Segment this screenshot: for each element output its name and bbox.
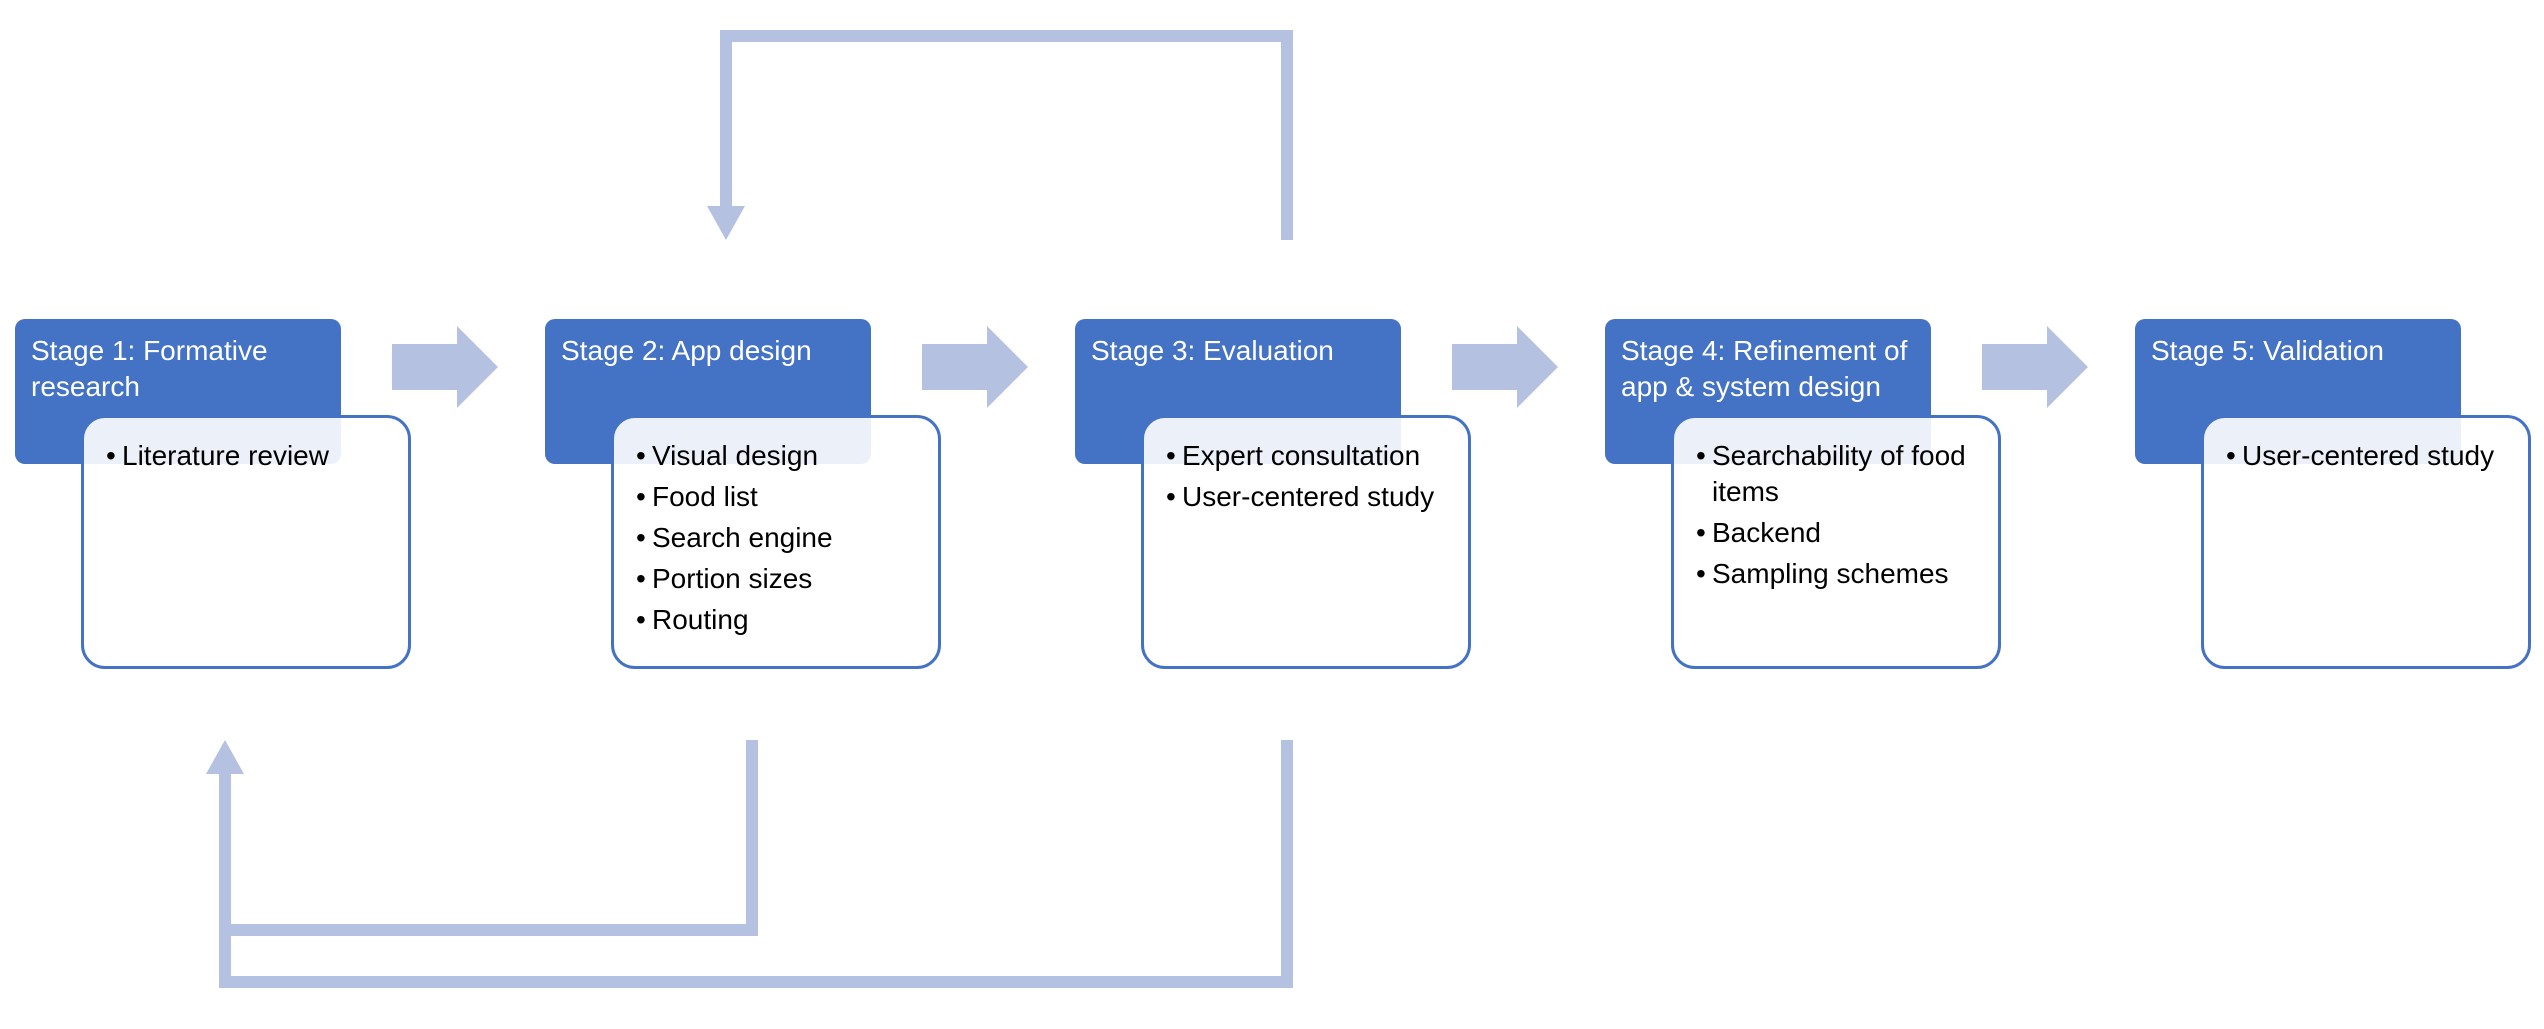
- list-item: •Searchability of food items: [1696, 440, 1966, 507]
- stage-4-items: •Searchability of food items •Backend •S…: [1696, 438, 1982, 592]
- forward-arrow-2-3: [922, 326, 1028, 408]
- stage-2-body: •Visual design •Food list •Search engine…: [611, 415, 941, 669]
- list-item: •Visual design: [636, 438, 922, 474]
- stage-3-body: •Expert consultation •User-centered stud…: [1141, 415, 1471, 669]
- bullet-icon: •: [636, 563, 646, 594]
- stage-1-title: Stage 1: Formative research: [31, 335, 268, 402]
- stage-1: Stage 1: Formative research •Literature …: [15, 0, 415, 1029]
- bullet-icon: •: [636, 440, 646, 471]
- stage-5-items: •User-centered study: [2226, 438, 2512, 474]
- bullet-icon: •: [106, 440, 116, 471]
- list-item: •Expert consultation: [1166, 438, 1452, 474]
- stage-5: Stage 5: Validation •User-centered study: [2135, 0, 2535, 1029]
- feedback-loop-stage2-to-stage1: [219, 740, 758, 936]
- feedback-loop-stage3-to-stage1: [219, 740, 1293, 988]
- stage-3-items: •Expert consultation •User-centered stud…: [1166, 438, 1452, 515]
- stage-4: Stage 4: Refinement of app & system desi…: [1605, 0, 2005, 1029]
- stage-3: Stage 3: Evaluation •Expert consultation…: [1075, 0, 1475, 1029]
- list-item: •Food list: [636, 479, 922, 515]
- bullet-icon: •: [636, 481, 646, 512]
- list-item: •Literature review: [106, 438, 392, 474]
- list-item: •User-centered study: [2226, 438, 2512, 474]
- bullet-icon: •: [1166, 440, 1176, 471]
- feedback-arrowhead-up: [206, 740, 244, 774]
- stage-4-body: •Searchability of food items •Backend •S…: [1671, 415, 2001, 669]
- feedback-arrowhead-down: [707, 206, 745, 240]
- bullet-icon: •: [2226, 440, 2236, 471]
- forward-arrow-3-4: [1452, 326, 1558, 408]
- stage-2-items: •Visual design •Food list •Search engine…: [636, 438, 922, 638]
- list-item: •Search engine: [636, 520, 922, 556]
- stage-2: Stage 2: App design •Visual design •Food…: [545, 0, 945, 1029]
- stage-2-title: Stage 2: App design: [561, 335, 812, 366]
- list-item: •Routing: [636, 602, 922, 638]
- forward-arrow-4-5: [1982, 326, 2088, 408]
- feedback-loop-stage3-to-stage2: [720, 30, 1293, 240]
- stage-1-items: •Literature review: [106, 438, 392, 474]
- bullet-icon: •: [636, 522, 646, 553]
- bullet-icon: •: [1696, 558, 1706, 589]
- list-item: •Portion sizes: [636, 561, 922, 597]
- bullet-icon: •: [636, 604, 646, 635]
- list-item: •Sampling schemes: [1696, 556, 1982, 592]
- stage-4-title: Stage 4: Refinement of app & system desi…: [1621, 335, 1908, 402]
- stage-5-body: •User-centered study: [2201, 415, 2531, 669]
- forward-arrow-1-2: [392, 326, 498, 408]
- stage-3-title: Stage 3: Evaluation: [1091, 335, 1334, 366]
- stage-5-title: Stage 5: Validation: [2151, 335, 2384, 366]
- bullet-icon: •: [1696, 517, 1706, 548]
- list-item: •User-centered study: [1166, 479, 1452, 515]
- list-item: •Backend: [1696, 515, 1982, 551]
- bullet-icon: •: [1166, 481, 1176, 512]
- bullet-icon: •: [1696, 440, 1706, 471]
- stage-1-body: •Literature review: [81, 415, 411, 669]
